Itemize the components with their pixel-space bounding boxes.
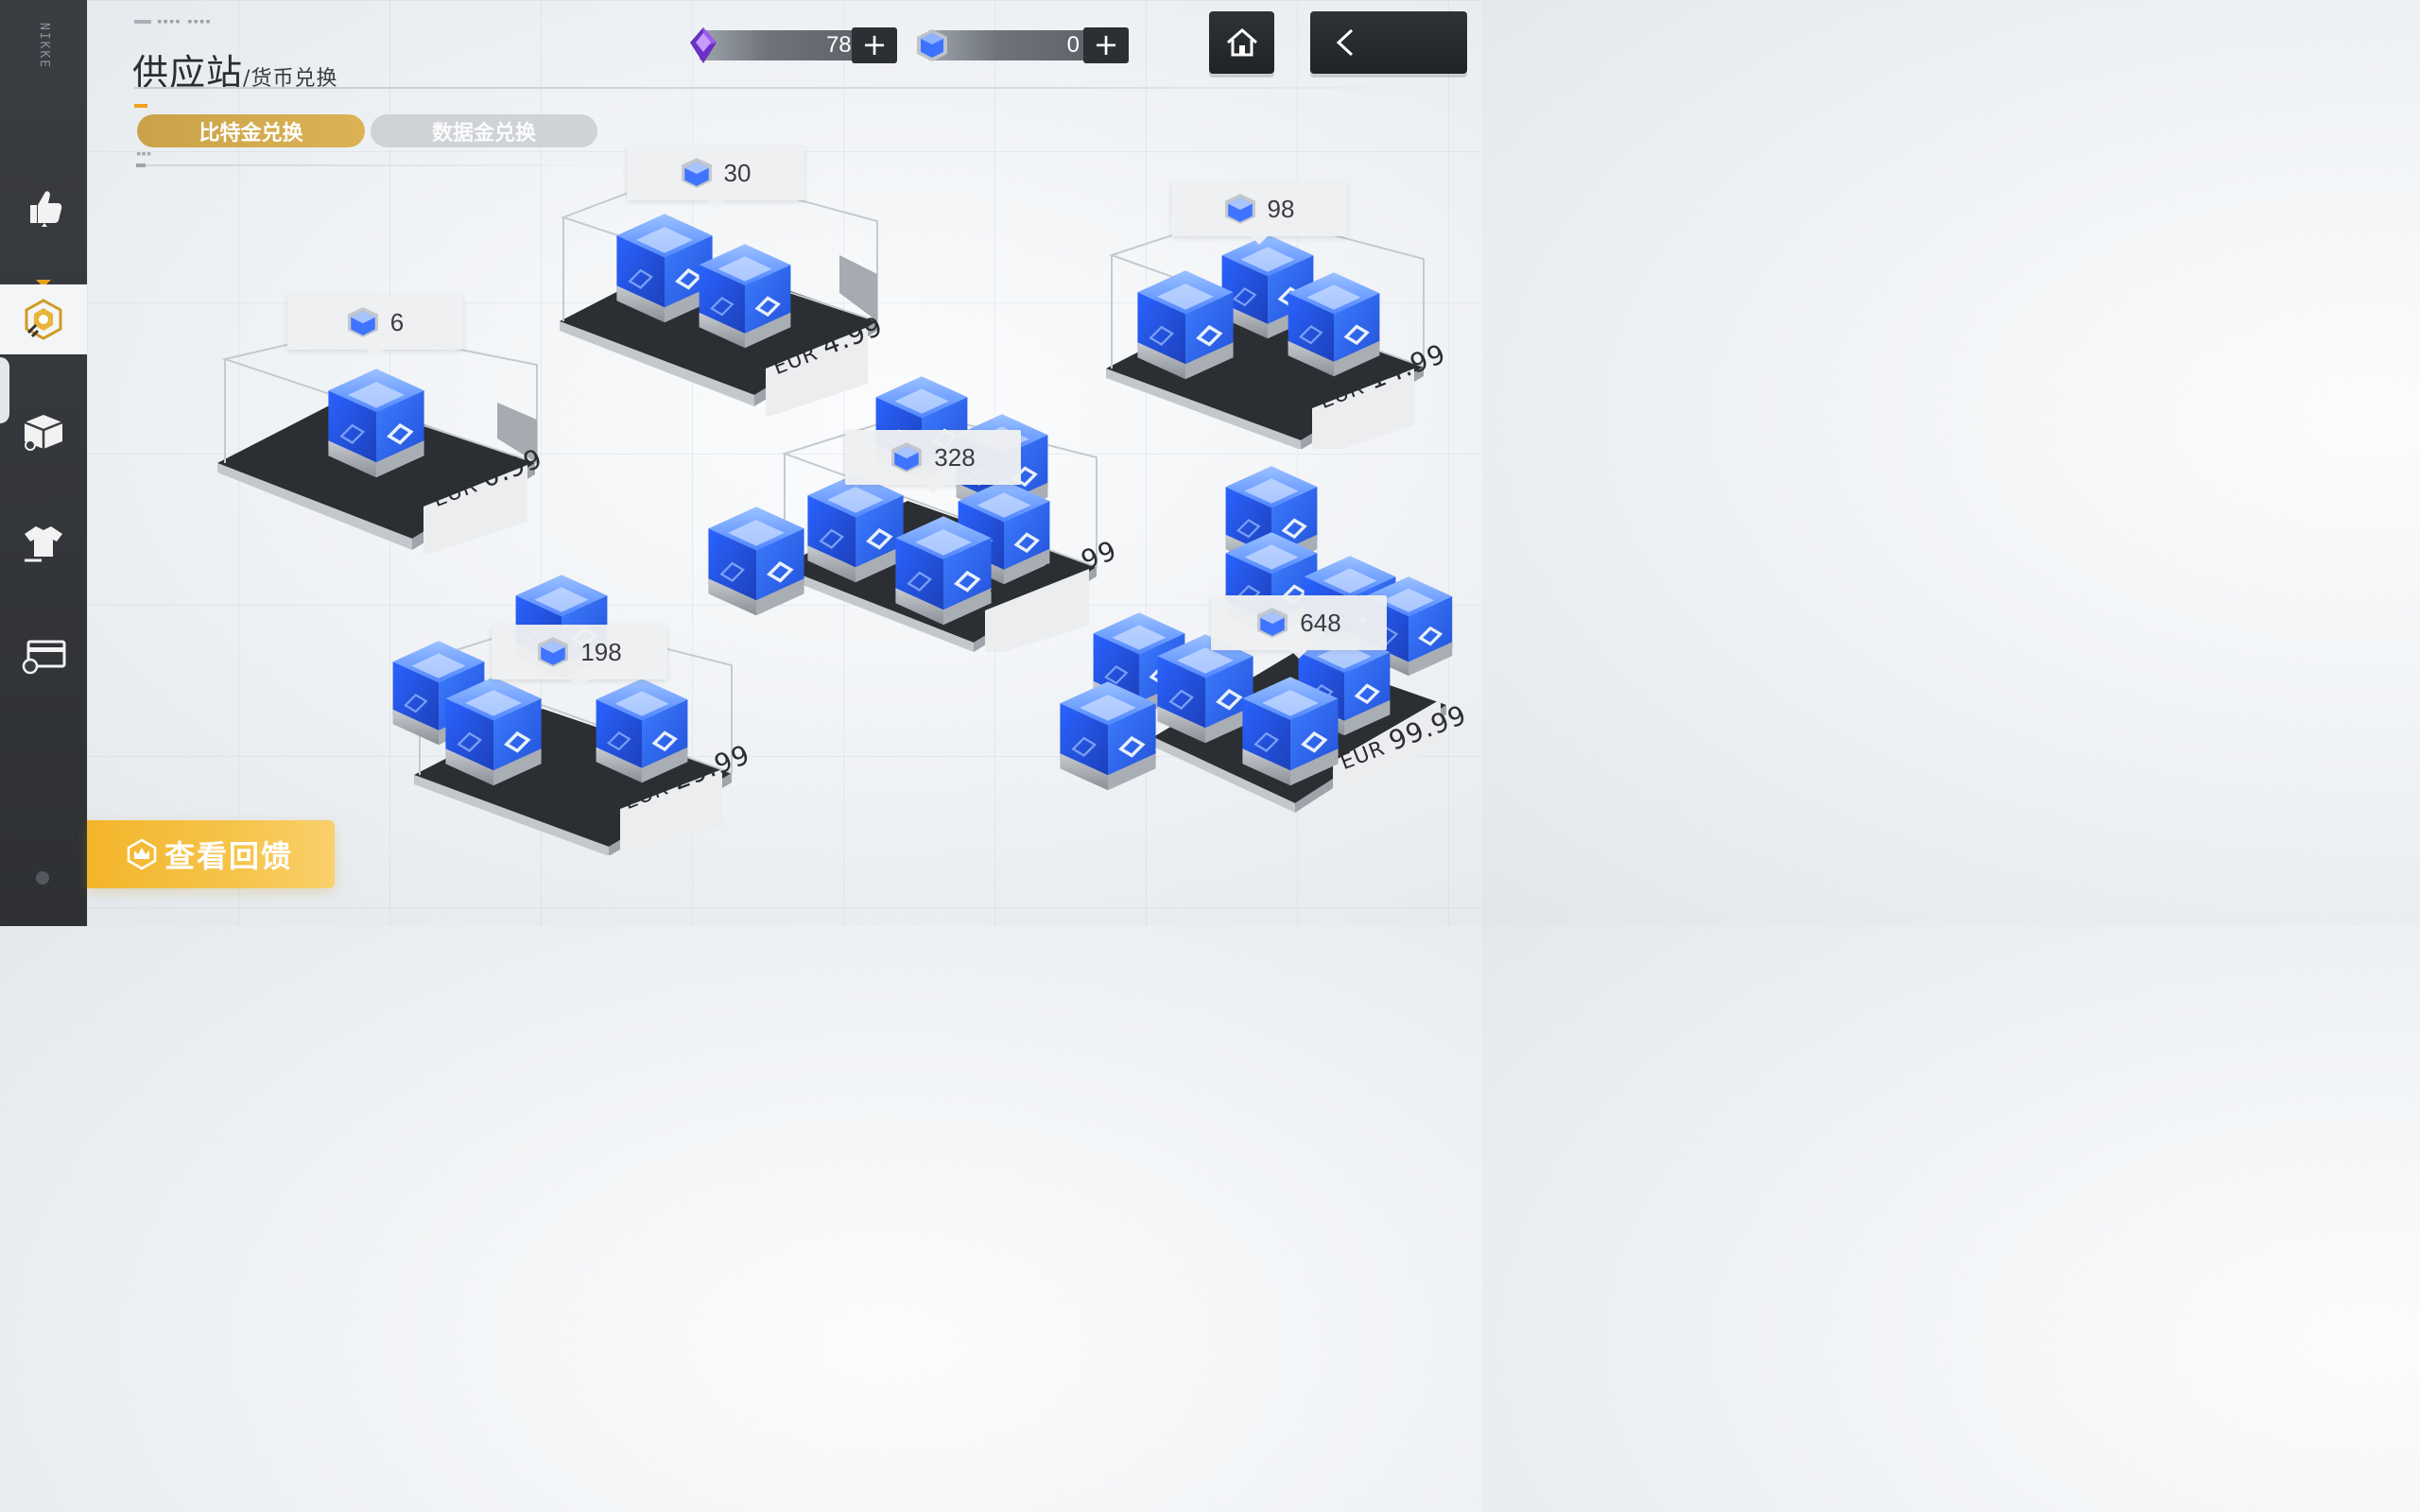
back-arrow-icon (1336, 28, 1354, 57)
purple-crystal-icon (690, 27, 717, 63)
blue-cube-icon (891, 442, 923, 472)
pack-648-display (1058, 464, 1454, 813)
pack-648-label: 648 (1211, 595, 1387, 659)
active-marker (36, 280, 51, 287)
home-icon (1226, 28, 1257, 57)
tab-datagold-exchange[interactable]: 数据金兑换 (371, 114, 597, 147)
blue-cube-icon (917, 29, 947, 61)
pack-98[interactable]: EUR14.99 (1102, 198, 1450, 449)
shirt-icon (25, 526, 62, 562)
crown-badge-icon (127, 838, 157, 870)
pack-328-display (706, 374, 1098, 652)
sidebar: NIKKE (0, 0, 87, 926)
card-icon (22, 640, 66, 675)
add-purple-button[interactable]: + (852, 27, 897, 63)
pack-198[interactable]: EUR29.99 (382, 567, 754, 855)
currency-purple: 780 + (684, 27, 898, 63)
tab-divider (136, 163, 628, 167)
blue-cube-icon (538, 637, 569, 667)
blue-cube-icon (1224, 194, 1255, 224)
blue-cube-icon (1257, 608, 1288, 638)
page-title: 供应站/货币兑换 (132, 52, 338, 94)
pack-6-label: 6 (287, 295, 463, 358)
package-icon (24, 415, 63, 451)
header-divider (134, 87, 1467, 89)
thumbs-up-icon (30, 191, 62, 227)
pack-198-label: 198 (492, 625, 667, 688)
sidebar-item-card[interactable] (0, 620, 87, 690)
pack-328-label: 328 (845, 430, 1021, 493)
pack-30-label: 30 (627, 146, 804, 209)
sidebar-item-package[interactable] (0, 397, 87, 467)
currency-purple-value: 780 (825, 32, 864, 58)
currency-bar (928, 30, 1098, 60)
currency-blue: 0 + (913, 27, 1129, 63)
home-button[interactable] (1209, 11, 1274, 74)
tab-deco-text: ▪▪▪ (136, 149, 152, 159)
pack-648[interactable]: EUR99.99 (1049, 463, 1471, 817)
sidebar-item-costume[interactable] (0, 508, 87, 578)
sidebar-item-recommend[interactable] (0, 172, 87, 242)
add-blue-button[interactable]: + (1083, 27, 1129, 63)
pack-98-label: 98 (1171, 181, 1347, 245)
currency-bar (700, 30, 868, 60)
view-feedback-button[interactable]: 查看回馈 (87, 820, 335, 888)
tab-bitgold-exchange[interactable]: 比特金兑换 (137, 114, 365, 147)
pack-6[interactable]: EUR0.99 (214, 321, 546, 558)
blue-cube-icon (681, 158, 712, 188)
pack-6-display (217, 327, 538, 556)
sidebar-logo: NIKKE (37, 23, 51, 70)
gem-exchange-icon (25, 299, 62, 340)
sidebar-edge-tab (0, 357, 9, 423)
page-title-sub: 货币兑换 (251, 67, 338, 91)
pack-198-display (390, 573, 733, 855)
accent-dash (134, 104, 147, 108)
sidebar-item-exchange[interactable] (0, 284, 87, 354)
pack-98-display (1106, 210, 1425, 449)
blue-cube-icon (347, 307, 378, 337)
sidebar-dot (36, 871, 49, 885)
currency-blue-value: 0 (1066, 32, 1080, 58)
page-title-main: 供应站 (132, 52, 244, 94)
back-button[interactable] (1310, 11, 1467, 74)
header-deco-text: ▪▪▪▪ ▪▪▪▪ (134, 17, 212, 26)
view-feedback-label: 查看回馈 (164, 839, 294, 873)
pack-328[interactable]: EUR49.99 (700, 369, 1121, 652)
